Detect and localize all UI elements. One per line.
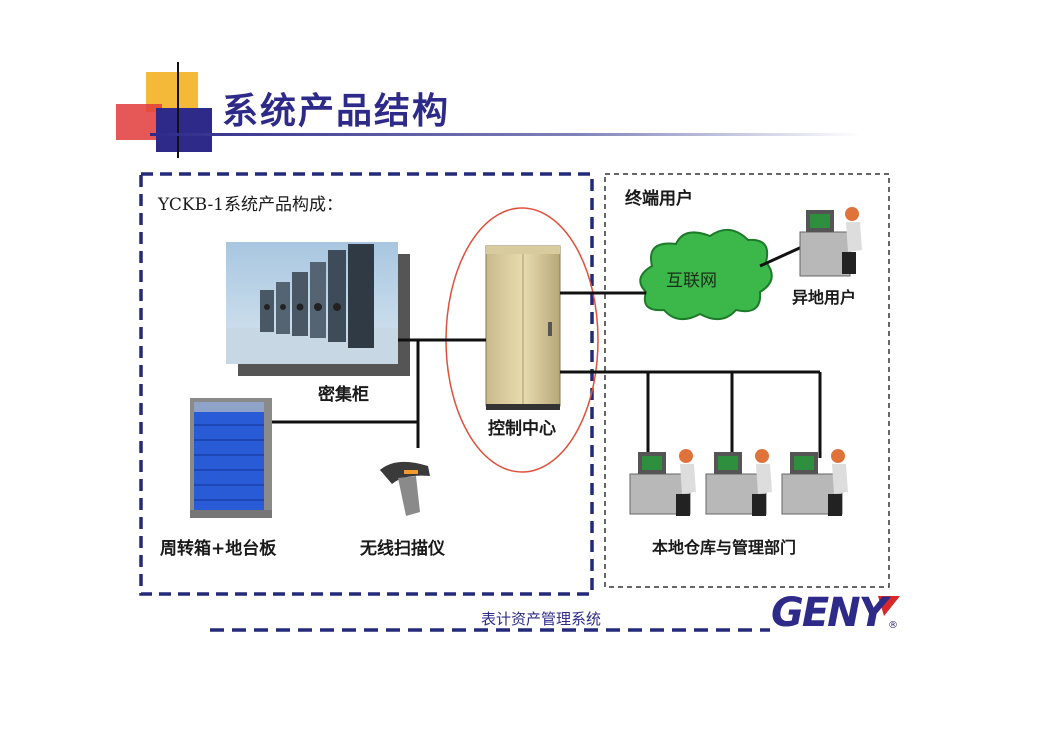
control-center-cabinet bbox=[485, 245, 561, 410]
footer-text: 表计资产管理系统 bbox=[481, 610, 602, 628]
logo-red-accent bbox=[878, 596, 900, 616]
connection-lines-right bbox=[560, 244, 822, 458]
left-panel-border bbox=[139, 172, 594, 596]
dense-cabinet-image bbox=[226, 242, 410, 376]
company-logo: GENY bbox=[771, 590, 888, 636]
turnover-box-label: 周转箱+地台板 bbox=[160, 539, 277, 559]
header-blue-square bbox=[156, 108, 212, 152]
registered-mark: ® bbox=[888, 620, 898, 631]
local-dept-label: 本地仓库与管理部门 bbox=[652, 538, 797, 557]
turnover-box-image bbox=[190, 398, 272, 518]
internet-cloud bbox=[639, 229, 773, 321]
local-workstation-2-icon bbox=[705, 449, 772, 516]
scanner-icon bbox=[380, 461, 430, 516]
right-panel-border bbox=[604, 173, 890, 588]
page-title: 系统产品结构 bbox=[222, 91, 451, 132]
scanner-label: 无线扫描仪 bbox=[360, 539, 445, 559]
header-underline bbox=[150, 133, 860, 136]
connection-lines-left bbox=[272, 338, 486, 448]
left-panel-heading: YCKB-1系统产品构成： bbox=[158, 195, 343, 215]
right-panel-heading: 终端用户 bbox=[625, 189, 693, 209]
internet-label: 互联网 bbox=[666, 271, 717, 291]
remote-user-label: 异地用户 bbox=[792, 288, 857, 307]
dense-cabinet-label: 密集柜 bbox=[318, 385, 369, 405]
local-workstation-1-icon bbox=[629, 449, 696, 516]
local-workstation-3-icon bbox=[781, 449, 848, 516]
control-center-label: 控制中心 bbox=[488, 419, 556, 439]
remote-user-workstation-icon bbox=[799, 207, 862, 277]
